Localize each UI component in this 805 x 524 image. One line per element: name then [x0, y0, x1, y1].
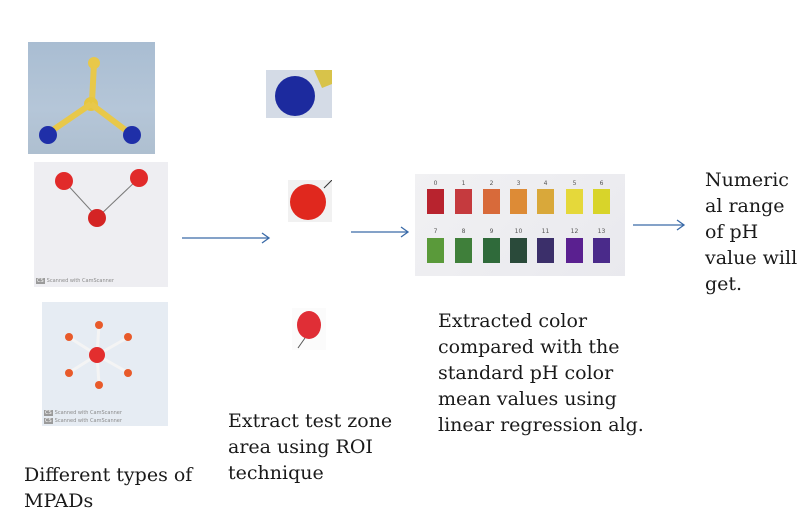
caption-numeric-range-line2: al range	[705, 195, 785, 217]
ph-chart-number: 10	[514, 228, 523, 235]
ph-chart-number: 4	[543, 180, 548, 187]
ph-chart-swatch	[455, 189, 472, 214]
ph-chart-number: 3	[516, 180, 521, 187]
ph-chart-swatch	[537, 189, 554, 214]
blue-test-zone-graphic	[275, 70, 332, 116]
ph-chart-swatch	[483, 189, 500, 214]
caption-numeric-range-line5: get.	[705, 273, 743, 295]
ph-chart-number: 8	[461, 228, 466, 235]
y-shape-device-graphic	[39, 57, 141, 144]
caption-color-comparison: Extracted color compared with the standa…	[438, 310, 644, 436]
caption-numeric-range-line1: Numeric	[705, 169, 789, 191]
ph-chart-swatch	[537, 238, 554, 263]
caption-numeric-range-line4: value will	[705, 247, 798, 269]
roi-red-petal-zone	[292, 308, 326, 350]
red-test-zone-graphic	[290, 180, 332, 220]
ph-chart-number: 13	[597, 228, 606, 235]
star-shape-device-graphic	[65, 321, 132, 389]
caption-roi-extraction: Extract test zone area using ROI techniq…	[228, 410, 393, 484]
ph-chart-swatch	[566, 189, 583, 214]
flow-arrow-2	[351, 226, 410, 238]
ph-chart-number: 6	[599, 180, 604, 187]
ph-chart-number: 1	[461, 180, 466, 187]
red-petal-zone-graphic	[297, 311, 321, 349]
mpad-photo-y-shape	[28, 42, 155, 154]
ph-chart-number: 9	[489, 228, 494, 235]
ph-chart-swatch	[427, 189, 444, 214]
ph-chart-number: 12	[570, 228, 579, 235]
roi-blue-zone	[266, 70, 332, 118]
ph-chart-swatch	[427, 238, 444, 263]
ph-chart-number: 0	[433, 180, 438, 187]
ph-chart-swatch	[510, 189, 527, 214]
ph-chart-number: 2	[489, 180, 494, 187]
caption-numeric-range: Numeric al range of pH value will get.	[705, 167, 803, 297]
flow-arrow-3	[633, 219, 686, 231]
caption-mpad-types: Different types of MPADs	[24, 464, 193, 512]
ph-chart-number: 7	[433, 228, 438, 235]
ph-chart-number: 5	[572, 180, 577, 187]
ph-chart-swatch	[510, 238, 527, 263]
ph-chart-swatch	[455, 238, 472, 263]
ph-chart-number: 11	[541, 228, 550, 235]
ph-chart-swatch	[593, 189, 610, 214]
flow-arrow-1	[182, 232, 271, 244]
v-shape-device-graphic	[55, 169, 148, 227]
ph-chart-swatch	[483, 238, 500, 263]
roi-red-zone	[288, 180, 332, 222]
ph-chart-swatch	[593, 238, 610, 263]
caption-numeric-range-line3: of pH	[705, 221, 759, 243]
ph-chart-swatch	[566, 238, 583, 263]
